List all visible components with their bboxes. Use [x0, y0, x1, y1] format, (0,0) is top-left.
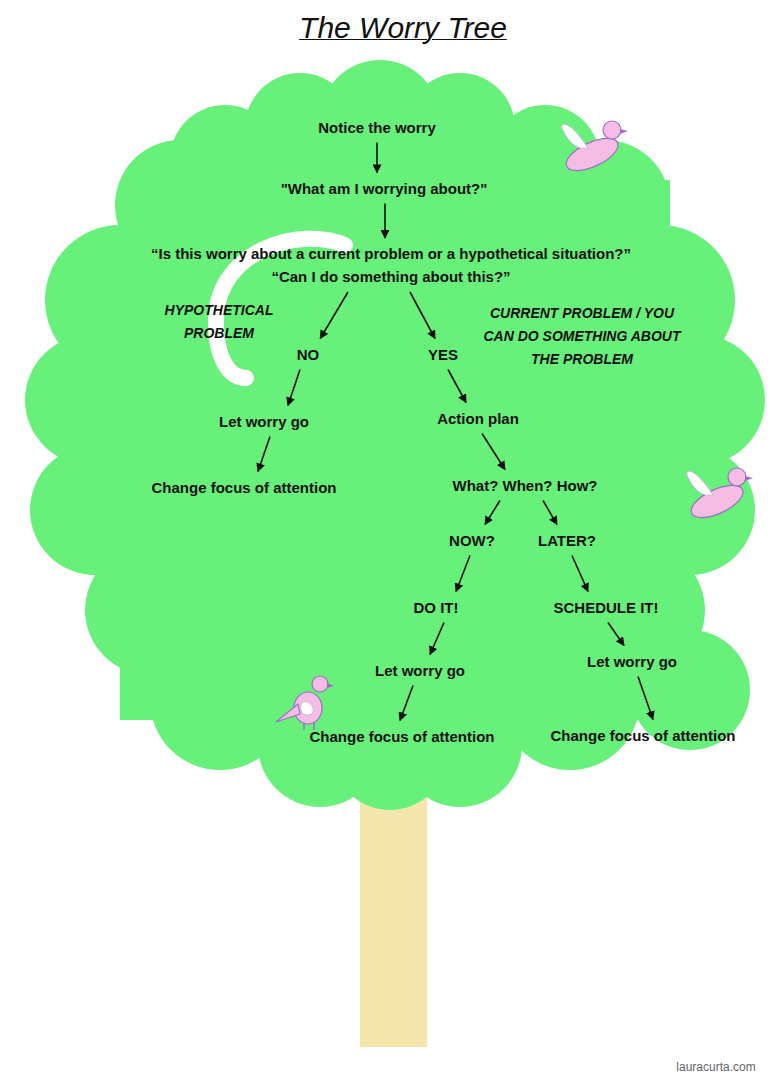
- flow-step: Action plan: [434, 406, 522, 431]
- branch-label: CURRENT PROBLEM / YOU CAN DO SOMETHING A…: [476, 302, 688, 371]
- flow-step: Change focus of attention: [307, 724, 498, 749]
- tree-crown: [25, 60, 765, 810]
- flow-step: NOW?: [446, 528, 498, 553]
- tree-trunk: [360, 780, 427, 1047]
- flow-arrow: [430, 623, 444, 655]
- flow-step: What? When? How?: [450, 473, 601, 498]
- step-text: “Is this worry about a current problem o…: [151, 243, 631, 264]
- bird: [687, 468, 753, 524]
- step-text: LATER?: [538, 530, 596, 551]
- flow-arrow: [456, 556, 470, 592]
- flow-arrow: [543, 501, 557, 525]
- flow-arrow: [485, 501, 500, 525]
- flow-arrow: [384, 204, 386, 239]
- bird: [562, 121, 628, 177]
- flow-step: "What am I worrying about?": [278, 176, 491, 201]
- step-text: DO IT!: [414, 597, 459, 618]
- flow-step: Change focus of attention: [548, 723, 739, 748]
- flow-step: Let worry go: [584, 649, 680, 674]
- step-text: YES: [428, 344, 458, 365]
- flow-step: “Is this worry about a current problem o…: [148, 241, 634, 289]
- step-text: Let worry go: [587, 651, 677, 672]
- watermark: lauracurta.com: [676, 1060, 755, 1074]
- step-text: Change focus of attention: [310, 726, 495, 747]
- branch-label: HYPOTHETICAL PROBLEM: [154, 299, 284, 345]
- flow-arrow: [608, 623, 624, 646]
- flow-arrow: [448, 370, 466, 403]
- flow-step: LATER?: [535, 528, 599, 553]
- flow-arrow: [258, 437, 270, 472]
- step-text: Notice the worry: [318, 117, 436, 138]
- flow-arrow: [288, 370, 300, 406]
- flow-arrow: [410, 292, 435, 339]
- step-text: Change focus of attention: [551, 725, 736, 746]
- step-text: NOW?: [449, 530, 495, 551]
- step-text: What? When? How?: [453, 475, 598, 496]
- step-text: Action plan: [437, 408, 519, 429]
- step-text: NO: [297, 344, 320, 365]
- flow-arrow: [482, 434, 505, 470]
- flow-step: SCHEDULE IT!: [551, 595, 662, 620]
- flow-step: Let worry go: [216, 409, 312, 434]
- flow-arrow: [400, 686, 413, 721]
- step-text: Let worry go: [219, 411, 309, 432]
- title: The Worry Tree: [299, 11, 507, 45]
- bird: [276, 676, 334, 730]
- step-text: "What am I worrying about?": [281, 178, 488, 199]
- flow-step: Notice the worry: [315, 115, 439, 140]
- flow-step: YES: [425, 342, 461, 367]
- step-text: Let worry go: [375, 660, 465, 681]
- step-text: SCHEDULE IT!: [554, 597, 659, 618]
- flow-step: DO IT!: [411, 595, 462, 620]
- flow-step: Change focus of attention: [149, 475, 340, 500]
- flow-arrow: [572, 556, 588, 592]
- step-text: “Can I do something about this?”: [151, 266, 631, 287]
- flow-arrow: [638, 677, 653, 720]
- step-text: Change focus of attention: [152, 477, 337, 498]
- flow-arrow: [320, 292, 348, 339]
- flow-step: NO: [294, 342, 323, 367]
- flow-arrow: [376, 143, 378, 173]
- flow-step: Let worry go: [372, 658, 468, 683]
